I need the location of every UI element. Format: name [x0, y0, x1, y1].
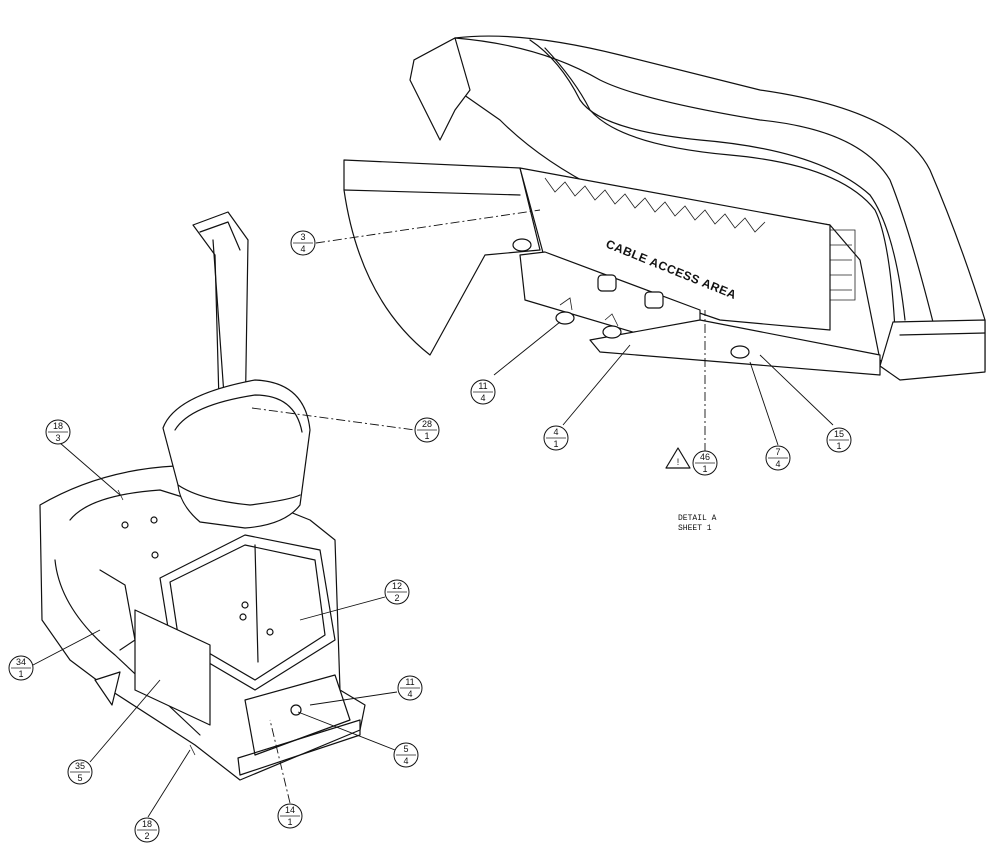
callout-46-1: 46 1 [692, 450, 718, 476]
svg-text:11: 11 [478, 381, 487, 391]
callout-18-3: 18 3 [45, 419, 71, 445]
callout-35-5: 35 5 [67, 759, 93, 785]
callout-34-1: 34 1 [8, 655, 34, 681]
svg-text:28: 28 [422, 419, 432, 429]
callout-4-1: 4 1 [543, 425, 569, 451]
svg-text:5: 5 [77, 773, 82, 783]
svg-text:11: 11 [405, 677, 414, 687]
svg-text:1: 1 [424, 431, 429, 441]
callout-11-4: 11 4 [470, 379, 496, 405]
svg-text:2: 2 [394, 593, 399, 603]
svg-text:4: 4 [775, 459, 780, 469]
svg-text:18: 18 [53, 421, 63, 431]
svg-text:18: 18 [142, 819, 152, 829]
svg-text:1: 1 [702, 464, 707, 474]
svg-text:7: 7 [775, 447, 780, 457]
callout-7-4: 7 4 [765, 445, 791, 471]
svg-text:2: 2 [144, 831, 149, 841]
svg-text:34: 34 [16, 657, 26, 667]
callout-15-1: 15 1 [826, 427, 852, 453]
svg-text:4: 4 [403, 756, 408, 766]
svg-text:5: 5 [403, 744, 408, 754]
warning-triangle: ! [665, 447, 691, 469]
detail-note-line2: SHEET 1 [678, 524, 712, 533]
svg-text:3: 3 [55, 433, 60, 443]
svg-text:4: 4 [553, 427, 558, 437]
callout-12-2: 12 2 [384, 579, 410, 605]
callout-5-4: 5 4 [393, 742, 419, 768]
detail-note-line1: DETAIL A [678, 514, 717, 523]
svg-text:14: 14 [285, 805, 295, 815]
svg-text:4: 4 [300, 244, 305, 254]
callout-18-2: 18 2 [134, 817, 160, 843]
svg-text:1: 1 [836, 441, 841, 451]
callout-3-4: 3 4 [290, 230, 316, 256]
callout-28-1: 28 1 [414, 417, 440, 443]
svg-text:4: 4 [407, 689, 412, 699]
svg-text:1: 1 [287, 817, 292, 827]
svg-text:!: ! [677, 457, 680, 467]
svg-text:1: 1 [553, 439, 558, 449]
pedestal-assembly [39, 211, 366, 781]
svg-text:4: 4 [480, 393, 485, 403]
svg-text:46: 46 [700, 452, 710, 462]
svg-text:1: 1 [18, 669, 23, 679]
svg-text:15: 15 [834, 429, 844, 439]
detail-a-assembly: CABLE ACCESS AREA [343, 35, 986, 381]
callout-14-1: 14 1 [277, 803, 303, 829]
svg-text:3: 3 [300, 232, 305, 242]
pedestal-leaders [32, 407, 416, 818]
detail-a-leaders [315, 209, 834, 452]
svg-text:12: 12 [392, 581, 402, 591]
callout-11-4-lower: 11 4 [397, 675, 423, 701]
svg-text:35: 35 [75, 761, 85, 771]
